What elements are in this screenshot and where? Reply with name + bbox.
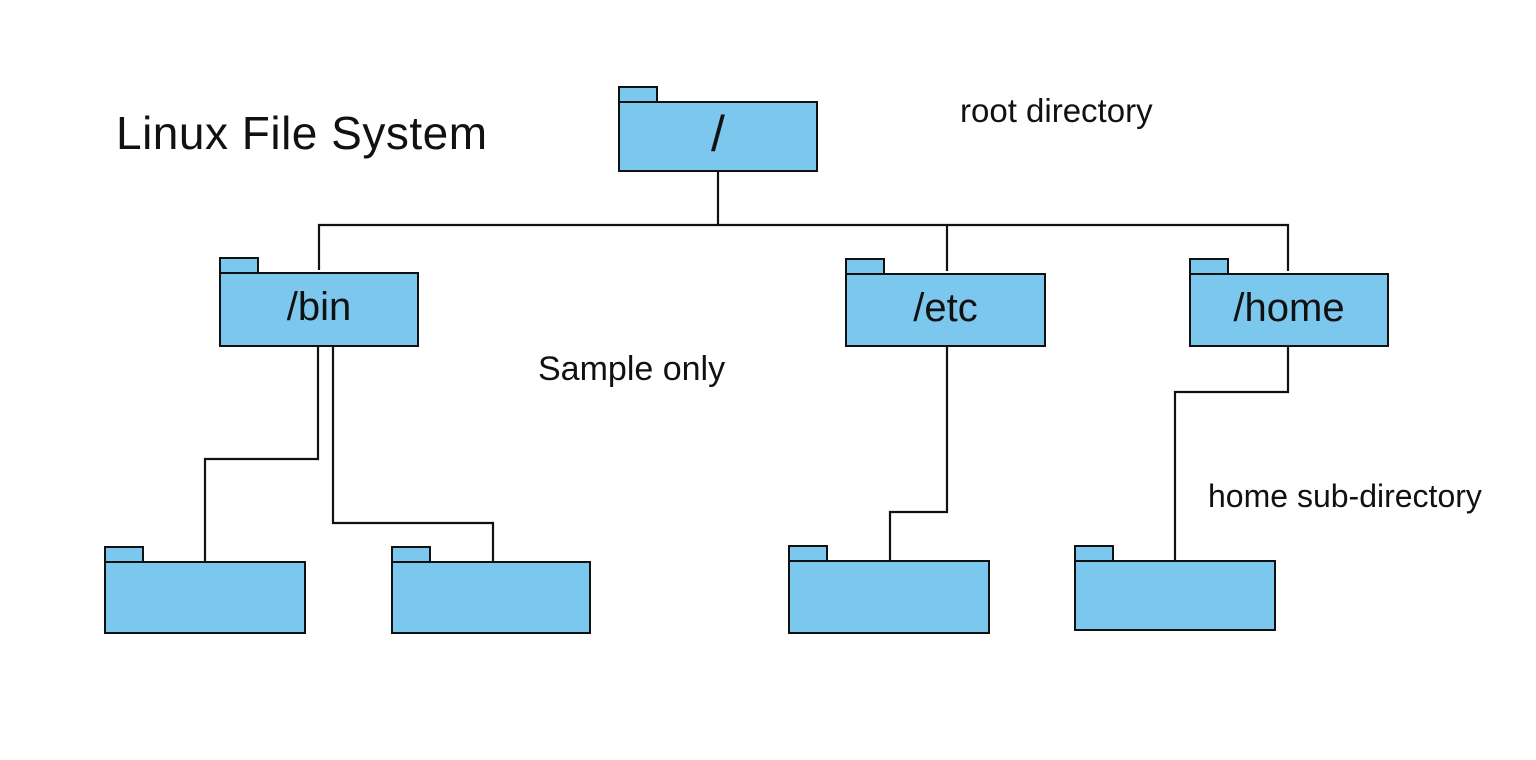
connector-bin-child2 xyxy=(331,343,495,562)
folder-body: / xyxy=(618,100,818,172)
connector-bin-child1 xyxy=(203,343,320,562)
folder-home: /home xyxy=(1189,258,1389,347)
folder-body xyxy=(104,560,306,634)
connector-etc-child xyxy=(888,343,949,561)
folder-body xyxy=(1074,559,1276,631)
folder-root-label: / xyxy=(711,106,725,162)
folder-etc-sub-1 xyxy=(788,545,990,634)
folder-home-sub-1 xyxy=(1074,545,1276,631)
connector-rail xyxy=(317,223,1290,271)
folder-bin-sub-2 xyxy=(391,546,591,634)
folder-body: /etc xyxy=(845,272,1046,347)
folder-bin-sub-1 xyxy=(104,546,306,634)
folder-bin: /bin xyxy=(219,257,419,347)
folder-etc: /etc xyxy=(845,258,1046,347)
folder-bin-label: /bin xyxy=(286,285,352,329)
root-directory-annotation: root directory xyxy=(960,92,1153,129)
folder-etc-label: /etc xyxy=(913,285,978,330)
folder-root: / xyxy=(618,86,818,172)
folder-home-label: /home xyxy=(1233,285,1345,330)
folder-body: /bin xyxy=(219,271,419,347)
home-sub-directory-annotation: home sub-directory xyxy=(1208,478,1482,514)
folder-body xyxy=(788,559,990,634)
folder-body: /home xyxy=(1189,272,1389,347)
sample-only-annotation: Sample only xyxy=(538,350,726,388)
connector-home-child xyxy=(1173,343,1290,561)
diagram-title: Linux File System xyxy=(116,107,488,159)
folder-body xyxy=(391,560,591,634)
